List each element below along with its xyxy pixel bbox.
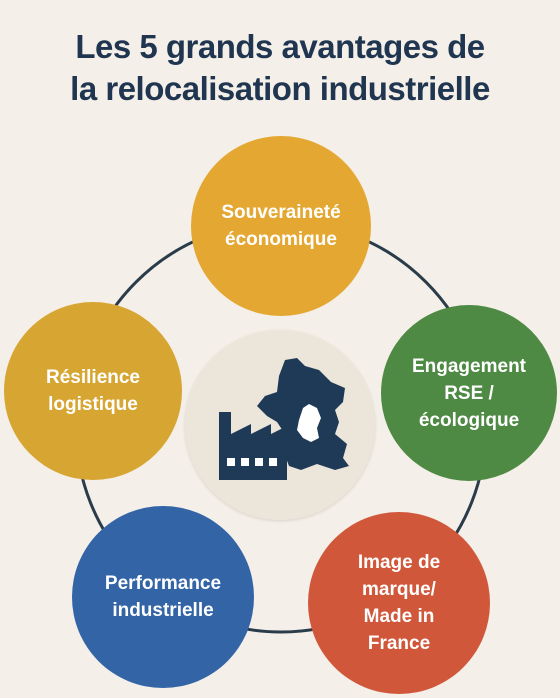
benefit-image-de-marque: Image de marque/ Made in France [308, 512, 490, 694]
benefit-label: Résilience logistique [46, 367, 140, 415]
benefit-label: Performance industrielle [104, 573, 222, 621]
benefit-resilience-logistique: Résilience logistique [4, 302, 182, 480]
benefit-label: Engagement RSE / écologique [411, 355, 527, 431]
page-title: Les 5 grands avantages de la relocalisat… [0, 26, 560, 110]
center-emblem [185, 330, 375, 520]
title-line-2: la relocalisation industrielle [70, 70, 490, 107]
benefit-label: Image de marque/ Made in France [357, 552, 441, 654]
benefit-souverainete: Souveraineté économique [191, 136, 371, 316]
benefit-label: Souveraineté économique [221, 202, 341, 250]
benefit-performance-industrielle: Performance industrielle [72, 506, 254, 688]
benefit-engagement-rse: Engagement RSE / écologique [381, 305, 557, 481]
factory-france-map-icon [219, 358, 349, 480]
title-line-1: Les 5 grands avantages de [75, 28, 485, 65]
